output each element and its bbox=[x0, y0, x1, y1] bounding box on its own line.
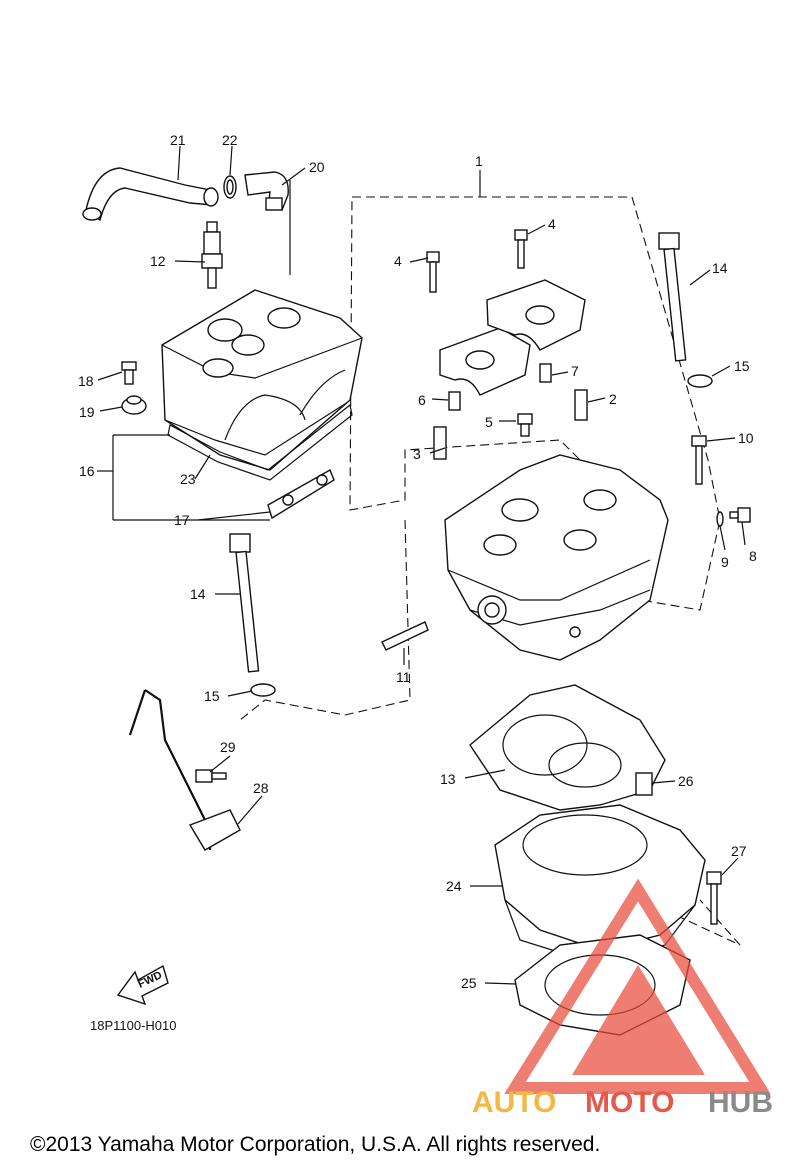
washer-15-right bbox=[687, 374, 713, 388]
cylinder-head-cover bbox=[161, 289, 363, 471]
dowel-pin-7 bbox=[539, 363, 552, 383]
callout-15-left: 15 bbox=[204, 688, 220, 704]
head-cover-gasket bbox=[167, 403, 353, 481]
callout-22: 22 bbox=[222, 132, 238, 148]
head-bolt-10 bbox=[691, 435, 707, 485]
callout-4-right: 4 bbox=[548, 216, 556, 232]
callout-17: 17 bbox=[174, 512, 190, 528]
callout-9: 9 bbox=[721, 554, 729, 570]
callout-19: 19 bbox=[79, 404, 95, 420]
washer-15-left bbox=[250, 683, 276, 697]
watermark-auto: AUTO bbox=[472, 1086, 556, 1119]
callout-14-left: 14 bbox=[190, 586, 206, 602]
head-gasket bbox=[469, 684, 666, 811]
callout-11: 11 bbox=[396, 669, 411, 685]
cap-bolt-left bbox=[426, 251, 440, 293]
long-bolt-right bbox=[658, 232, 687, 362]
valve-guide-3 bbox=[433, 426, 447, 460]
callout-5: 5 bbox=[485, 414, 493, 430]
long-bolt-left bbox=[229, 533, 260, 673]
callout-23: 23 bbox=[180, 471, 196, 487]
callout-12: 12 bbox=[150, 253, 166, 269]
watermark-moto: MOTO bbox=[585, 1086, 674, 1119]
camshaft-cap-rear bbox=[486, 279, 586, 351]
spark-plug bbox=[201, 221, 223, 289]
cap-bolt-right bbox=[514, 229, 528, 269]
callout-10: 10 bbox=[738, 430, 754, 446]
watermark-hub: HUB bbox=[708, 1086, 773, 1119]
callout-18: 18 bbox=[78, 373, 94, 389]
dowel-pin-6 bbox=[448, 391, 461, 411]
callout-14-right: 14 bbox=[712, 260, 728, 276]
callout-24: 24 bbox=[446, 878, 462, 894]
callout-4-left: 4 bbox=[394, 253, 402, 269]
breather-hose bbox=[82, 167, 219, 222]
callout-15-right: 15 bbox=[734, 358, 750, 374]
forward-arrow-icon: FWD bbox=[116, 964, 169, 1006]
watermark-logo bbox=[504, 878, 771, 1094]
watermark-wordmark: AUTO MOTO HUB bbox=[472, 1086, 773, 1119]
callout-29: 29 bbox=[220, 739, 236, 755]
callout-25: 25 bbox=[461, 975, 477, 991]
callout-8: 8 bbox=[749, 548, 757, 564]
guide-bolt bbox=[195, 769, 227, 783]
cylinder-bolt bbox=[706, 871, 722, 925]
cover-plate bbox=[267, 468, 335, 520]
plug-5 bbox=[517, 413, 533, 437]
valve-guide-2 bbox=[574, 389, 588, 421]
bolt-8 bbox=[729, 507, 751, 523]
callout-16: 16 bbox=[79, 463, 95, 479]
callout-2: 2 bbox=[609, 391, 617, 407]
callout-26: 26 bbox=[678, 773, 694, 789]
stud-bolt bbox=[381, 621, 429, 651]
hose-clip bbox=[223, 175, 237, 199]
callout-6: 6 bbox=[418, 392, 426, 408]
callout-13: 13 bbox=[440, 771, 456, 787]
assembly-boundary-cylinder bbox=[599, 879, 741, 946]
callout-27: 27 bbox=[731, 843, 747, 859]
callout-3: 3 bbox=[413, 446, 421, 462]
breather-joint bbox=[244, 171, 289, 211]
cylinder-head bbox=[444, 454, 669, 661]
callout-20: 20 bbox=[309, 159, 325, 175]
cover-bolt bbox=[121, 361, 137, 385]
callout-28: 28 bbox=[253, 780, 269, 796]
cover-grommet bbox=[121, 395, 147, 415]
callout-numbers: 1 2 3 4 4 5 6 7 8 9 10 11 12 13 14 14 15… bbox=[78, 132, 757, 991]
dowel-pin-26 bbox=[635, 772, 653, 796]
leader-lines bbox=[97, 145, 746, 985]
guide-bracket bbox=[188, 809, 241, 851]
washer-9 bbox=[716, 511, 724, 527]
callout-7: 7 bbox=[571, 363, 579, 379]
copyright-notice: ©2013 Yamaha Motor Corporation, U.S.A. A… bbox=[30, 1133, 600, 1156]
callout-1: 1 bbox=[475, 153, 483, 169]
diagram-code: 18P1100-H010 bbox=[90, 1018, 177, 1033]
callout-21: 21 bbox=[170, 132, 186, 148]
camshaft-cap-front bbox=[439, 327, 531, 396]
